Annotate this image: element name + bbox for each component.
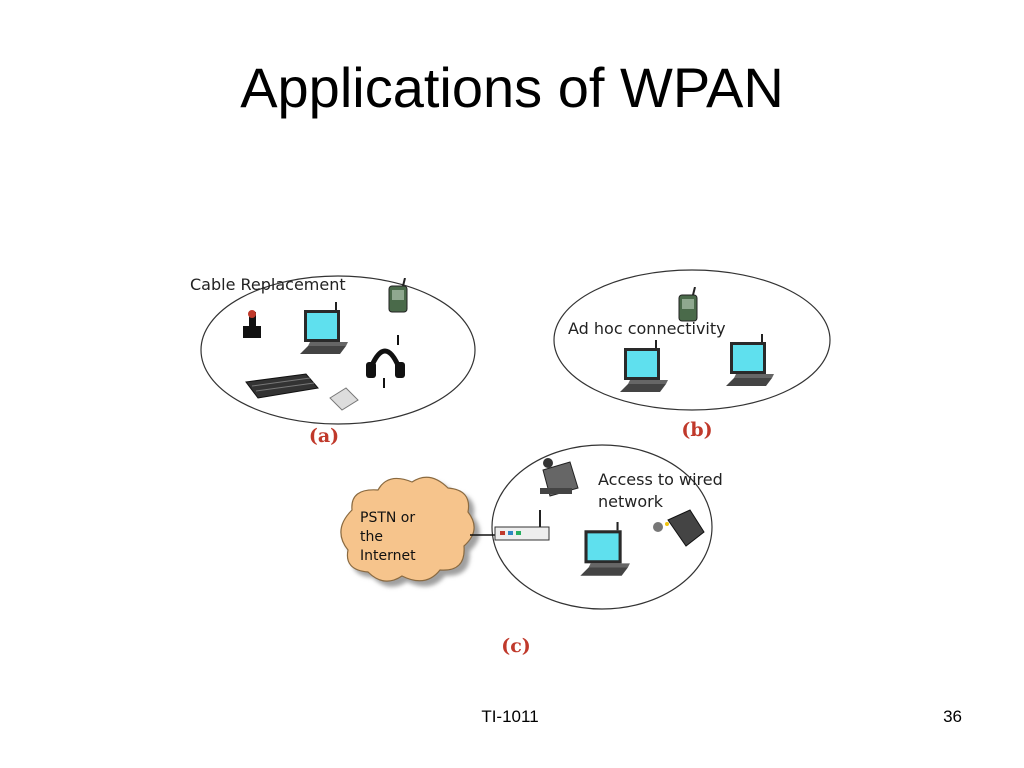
headset-icon — [366, 335, 405, 388]
panel-b-label: (b) — [681, 419, 712, 441]
laptop-icon — [299, 302, 349, 355]
panel-a-caption: Cable Replacement — [190, 275, 346, 294]
cloud-text-line3: Internet — [360, 548, 416, 564]
mouse-icon — [329, 387, 359, 411]
panel-b-caption: Ad hoc connectivity — [568, 319, 726, 338]
slide-title: Applications of WPAN — [240, 56, 784, 119]
laptop-icon — [725, 334, 775, 387]
cloud-text-line1: PSTN or — [360, 510, 415, 526]
panel-c-caption-line1: Access to wired — [598, 470, 723, 489]
panel-c: PSTN or the Internet Access to wired net… — [340, 444, 723, 657]
panel-b: Ad hoc connectivity (b) — [553, 269, 831, 441]
panel-c-ellipse — [491, 444, 713, 610]
pda-icon — [678, 287, 698, 322]
footer-text: TI-1011 — [481, 707, 539, 726]
joystick-icon — [243, 310, 261, 338]
router-icon — [494, 510, 550, 541]
laptop-icon — [619, 340, 669, 393]
cloud-text-line2: the — [360, 529, 383, 545]
page-number: 36 — [943, 707, 962, 726]
keyboard-icon — [245, 373, 319, 399]
panel-a-label: (a) — [309, 425, 339, 447]
panel-c-caption-line2: network — [598, 492, 664, 511]
panel-a-ellipse — [200, 275, 476, 425]
panel-c-label: (c) — [501, 635, 531, 657]
cloud-icon — [340, 476, 475, 582]
camera-icon — [540, 458, 579, 497]
laptop-icon — [579, 522, 631, 577]
printer-icon — [653, 509, 705, 547]
panel-a: Cable Replacement (a) — [190, 275, 476, 447]
panel-b-ellipse — [553, 269, 831, 411]
